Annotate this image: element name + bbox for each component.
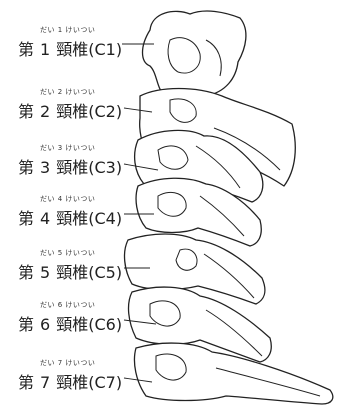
label-c2-word: 頸椎 [56,98,88,122]
label-c6-word: 頸椎 [56,311,88,335]
label-c7-code: (C7) [88,373,122,392]
label-c5-ruby: だい 5 けいつい [40,248,95,258]
label-c1-ordinal: 第 [18,36,34,60]
label-c1-number: 1 [40,40,50,59]
label-c6-ruby: だい 6 けいつい [40,300,95,310]
label-c2-number: 2 [40,102,50,121]
label-c3-word: 頸椎 [56,154,88,178]
label-c2-code: (C2) [88,102,122,121]
label-c3-ruby: だい 3 けいつい [40,143,95,153]
label-c7-ruby: だい 7 けいつい [40,358,95,368]
label-c7-word: 頸椎 [56,369,88,393]
label-c6-number: 6 [40,315,50,334]
label-c1-code: (C1) [88,40,122,59]
label-c5-word: 頸椎 [56,259,88,283]
label-c5-ordinal: 第 [18,259,34,283]
label-c4-word: 頸椎 [56,205,88,229]
label-c6-code: (C6) [88,315,122,334]
label-c7-ordinal: 第 [18,369,34,393]
label-c5-code: (C5) [88,263,122,282]
label-c1-word: 頸椎 [56,36,88,60]
label-c5-number: 5 [40,263,50,282]
label-c3-code: (C3) [88,158,122,177]
label-c3-ordinal: 第 [18,154,34,178]
label-c1-ruby: だい 1 けいつい [40,25,95,35]
label-c4-number: 4 [40,209,50,228]
label-c4-code: (C4) [88,209,122,228]
label-c4-ruby: だい 4 けいつい [40,194,95,204]
label-c4-ordinal: 第 [18,205,34,229]
label-c2-ordinal: 第 [18,98,34,122]
label-c3-number: 3 [40,158,50,177]
label-c7-number: 7 [40,373,50,392]
label-c2-ruby: だい 2 けいつい [40,87,95,97]
label-c6-ordinal: 第 [18,311,34,335]
vertebra-c1 [143,11,246,102]
